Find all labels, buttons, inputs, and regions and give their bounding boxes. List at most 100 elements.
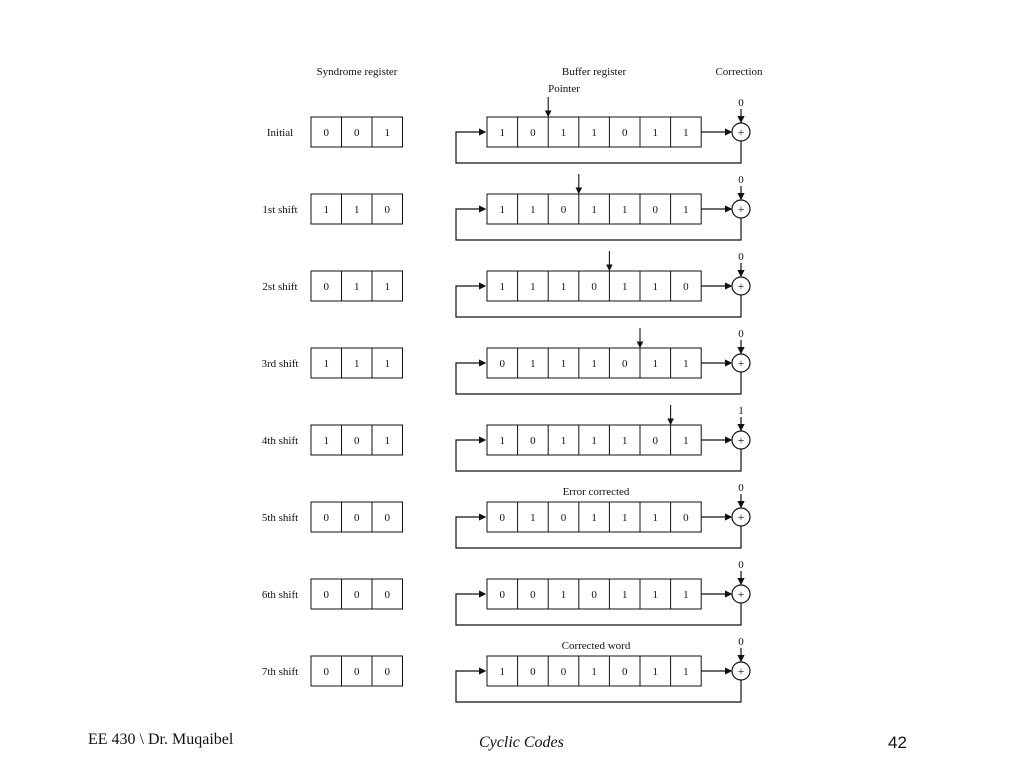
buffer-bit: 1 xyxy=(653,666,659,678)
correction-bit: 1 xyxy=(738,405,744,417)
buffer-bit: 0 xyxy=(500,512,506,524)
buffer-bit: 1 xyxy=(500,435,506,447)
syndrome-register xyxy=(310,347,403,379)
buffer-bit: 1 xyxy=(591,358,597,370)
adder-symbol: + xyxy=(738,125,745,139)
buffer-bit: 0 xyxy=(561,204,567,216)
correction-bit: 0 xyxy=(738,251,744,263)
buffer-bit: 1 xyxy=(530,358,536,370)
syndrome-bit: 0 xyxy=(354,512,360,524)
correction-bit: 0 xyxy=(738,636,744,648)
buffer-bit: 1 xyxy=(622,281,628,293)
buffer-bit: 0 xyxy=(530,589,536,601)
buffer-bit: 1 xyxy=(683,666,689,678)
buffer-bit: 0 xyxy=(561,666,567,678)
syndrome-bit: 1 xyxy=(385,435,391,447)
row-label: 5th shift xyxy=(262,512,298,524)
buffer-bit: 0 xyxy=(622,666,628,678)
row-label: Initial xyxy=(267,127,293,139)
feedback-loop xyxy=(455,282,742,318)
buffer-bit: 1 xyxy=(561,589,567,601)
syndrome-bit: 0 xyxy=(354,666,360,678)
buffer-bit: 1 xyxy=(500,127,506,139)
adder-symbol: + xyxy=(738,279,745,293)
buffer-bit: 1 xyxy=(561,127,567,139)
row-label: 4th shift xyxy=(262,435,298,447)
footer-title: Cyclic Codes xyxy=(479,734,564,751)
adder-symbol: + xyxy=(738,356,745,370)
row-label: 1st shift xyxy=(262,204,297,216)
feedback-loop xyxy=(455,667,742,703)
syndrome-bit: 0 xyxy=(385,666,391,678)
buffer-bit: 1 xyxy=(530,512,536,524)
correction-bit: 0 xyxy=(738,482,744,494)
syndrome-bit: 1 xyxy=(385,358,391,370)
correction-header: Correction xyxy=(715,66,763,78)
buffer-bit: 1 xyxy=(530,281,536,293)
correction-bit: 0 xyxy=(738,174,744,186)
adder-symbol: + xyxy=(738,510,745,524)
row-note: Error corrected xyxy=(563,486,630,498)
syndrome-bit: 1 xyxy=(324,358,330,370)
row-label: 7th shift xyxy=(262,666,298,678)
buffer-bit: 1 xyxy=(683,127,689,139)
feedback-loop xyxy=(455,359,742,395)
buffer-bit: 1 xyxy=(591,512,597,524)
buffer-bit: 0 xyxy=(653,435,659,447)
buffer-bit: 1 xyxy=(683,435,689,447)
syndrome-bit: 0 xyxy=(324,666,330,678)
buffer-bit: 1 xyxy=(622,589,628,601)
correction-bit: 0 xyxy=(738,97,744,109)
adder-symbol: + xyxy=(738,587,745,601)
syndrome-bit: 1 xyxy=(354,281,360,293)
syndrome-register xyxy=(310,501,403,533)
syndrome-bit: 1 xyxy=(324,435,330,447)
syndrome-register-header: Syndrome register xyxy=(317,66,398,78)
syndrome-register xyxy=(310,424,403,456)
syndrome-bit: 0 xyxy=(324,512,330,524)
buffer-bit: 1 xyxy=(683,358,689,370)
pointer-label: Pointer xyxy=(548,83,580,95)
buffer-bit: 1 xyxy=(500,281,506,293)
buffer-register-header: Buffer register xyxy=(562,66,627,78)
feedback-loop xyxy=(455,436,742,472)
buffer-bit: 1 xyxy=(530,204,536,216)
slide-number: 42 xyxy=(888,733,907,752)
syndrome-bit: 0 xyxy=(385,204,391,216)
syndrome-register xyxy=(310,655,403,687)
syndrome-register xyxy=(310,193,403,225)
syndrome-bit: 1 xyxy=(385,127,391,139)
syndrome-bit: 1 xyxy=(354,204,360,216)
buffer-bit: 0 xyxy=(683,512,689,524)
buffer-bit: 0 xyxy=(591,281,597,293)
buffer-bit: 1 xyxy=(561,435,567,447)
buffer-bit: 1 xyxy=(653,512,659,524)
adder-symbol: + xyxy=(738,664,745,678)
correction-bit: 0 xyxy=(738,328,744,340)
buffer-bit: 1 xyxy=(683,589,689,601)
syndrome-register xyxy=(310,116,403,148)
syndrome-bit: 1 xyxy=(324,204,330,216)
buffer-bit: 1 xyxy=(683,204,689,216)
buffer-bit: 0 xyxy=(561,512,567,524)
buffer-bit: 0 xyxy=(530,127,536,139)
feedback-loop xyxy=(455,205,742,241)
buffer-bit: 0 xyxy=(653,204,659,216)
buffer-bit: 1 xyxy=(561,358,567,370)
buffer-bit: 0 xyxy=(530,435,536,447)
buffer-bit: 1 xyxy=(591,666,597,678)
syndrome-bit: 1 xyxy=(385,281,391,293)
syndrome-bit: 0 xyxy=(354,589,360,601)
buffer-bit: 1 xyxy=(500,204,506,216)
footer-author: EE 430 \ Dr. Muqaibel xyxy=(88,731,234,748)
buffer-bit: 1 xyxy=(500,666,506,678)
feedback-loop xyxy=(455,128,742,164)
buffer-bit: 1 xyxy=(591,435,597,447)
buffer-bit: 1 xyxy=(591,127,597,139)
buffer-bit: 0 xyxy=(622,127,628,139)
buffer-bit: 1 xyxy=(591,204,597,216)
buffer-bit: 0 xyxy=(500,589,506,601)
feedback-loop xyxy=(455,513,742,549)
syndrome-register xyxy=(310,270,403,302)
